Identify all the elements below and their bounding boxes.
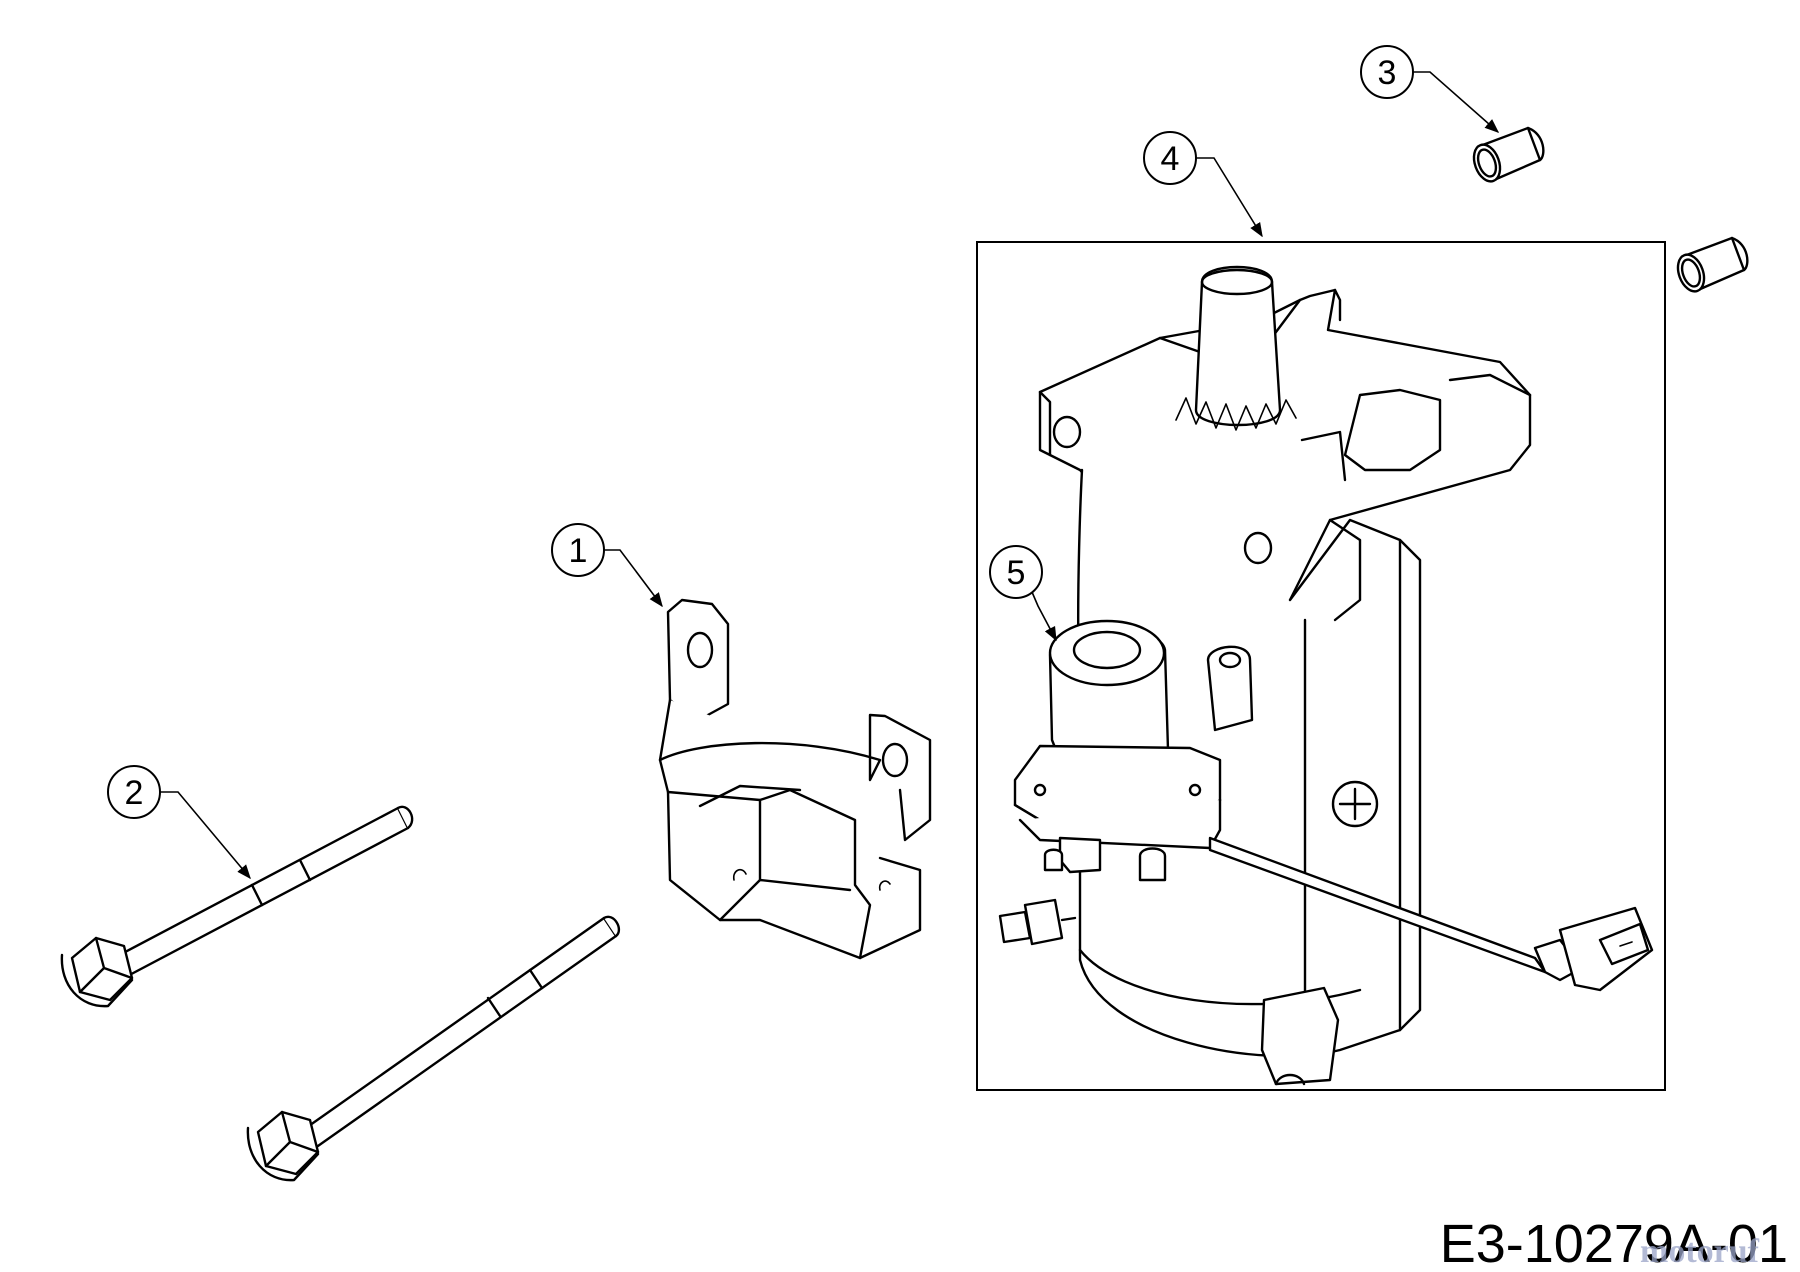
callout-4-number: 4 — [1161, 140, 1180, 178]
solenoid[interactable] — [998, 619, 1254, 946]
callout-2-leader — [160, 791, 251, 880]
callout-2-number: 2 — [125, 774, 144, 812]
drawing-code: E3-10279A-01 — [1440, 1214, 1788, 1272]
bushing-upper[interactable] — [1469, 126, 1545, 185]
callout-5-leader — [1031, 591, 1057, 642]
callout-3-number: 3 — [1378, 54, 1397, 92]
bushing-lower[interactable] — [1673, 236, 1749, 295]
assembly-frame — [976, 241, 1666, 1091]
starter-motor[interactable] — [1038, 265, 1532, 1086]
callout-5-circle — [989, 545, 1043, 599]
callout-3-leader — [1413, 71, 1500, 133]
callout-1-leader — [604, 549, 663, 608]
wire-harness[interactable] — [1208, 836, 1654, 992]
callout-4-leader — [1196, 157, 1263, 238]
watermark-logo: motoruf — [1640, 1233, 1760, 1270]
bolt-lower[interactable] — [246, 915, 621, 1182]
bolt-upper[interactable] — [60, 805, 414, 1008]
callout-5-number: 5 — [1007, 554, 1026, 592]
mounting-bracket[interactable] — [658, 598, 932, 960]
callout-1-number: 1 — [569, 532, 588, 570]
